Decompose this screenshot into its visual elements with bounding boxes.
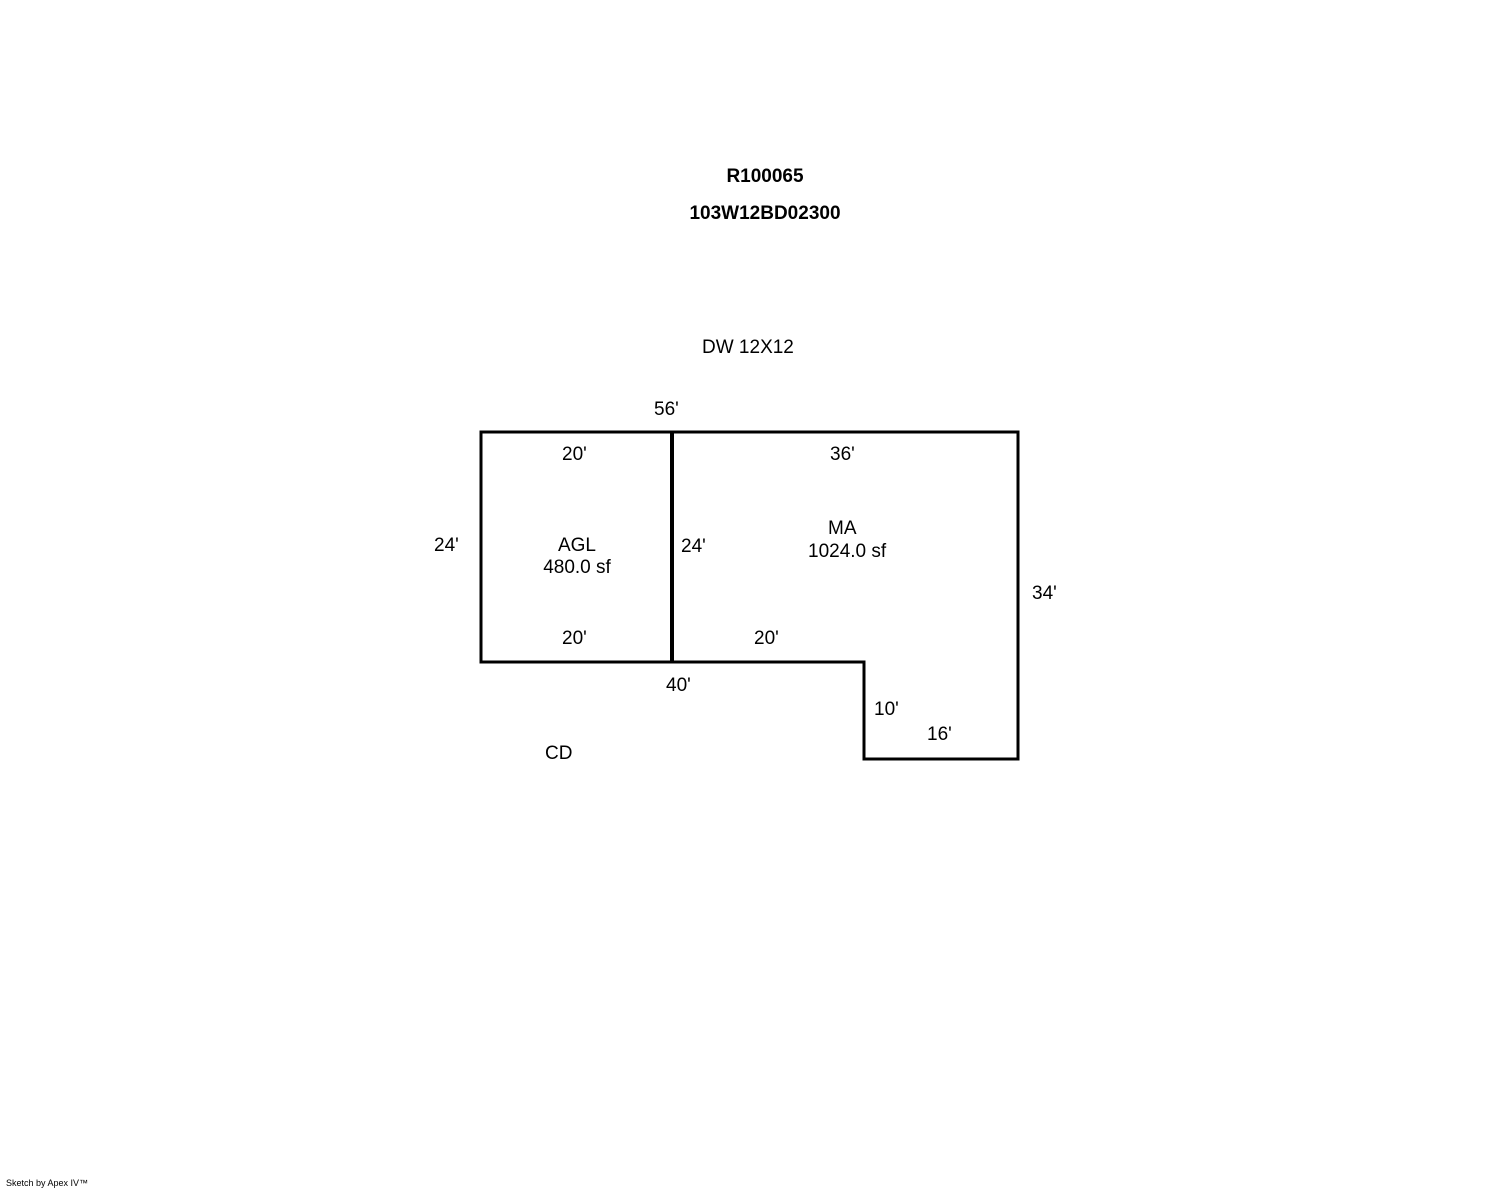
note-cd: CD: [545, 743, 573, 764]
dim-ma-top: 36': [830, 444, 855, 465]
area-label-agl: AGL 480.0 sf: [543, 535, 611, 579]
dim-notch-bottom: 16': [927, 724, 952, 745]
dim-agl-left: 24': [434, 535, 459, 556]
building-outline: [479, 430, 1020, 761]
note-dw: DW 12X12: [702, 337, 794, 358]
account-number: R100065: [726, 166, 804, 187]
dim-agl-top: 20': [562, 444, 587, 465]
dim-notch-side: 10': [874, 699, 899, 720]
area-size-agl: 480.0 sf: [543, 557, 611, 578]
dim-overall-bottom: 40': [666, 675, 691, 696]
area-code-ma: MA: [828, 518, 857, 539]
dim-agl-bottom: 20': [562, 628, 587, 649]
area-code-agl: AGL: [557, 535, 597, 556]
dim-ma-bottom-inner: 20': [754, 628, 779, 649]
dim-right-side: 34': [1032, 583, 1057, 604]
dim-overall-top: 56': [654, 399, 679, 420]
dim-shared-wall: 24': [681, 536, 706, 557]
map-tax-lot: 103W12BD02300: [689, 203, 841, 224]
area-size-ma: 1024.0 sf: [808, 541, 887, 562]
sketch-credit: Sketch by Apex IV™: [6, 1178, 89, 1188]
